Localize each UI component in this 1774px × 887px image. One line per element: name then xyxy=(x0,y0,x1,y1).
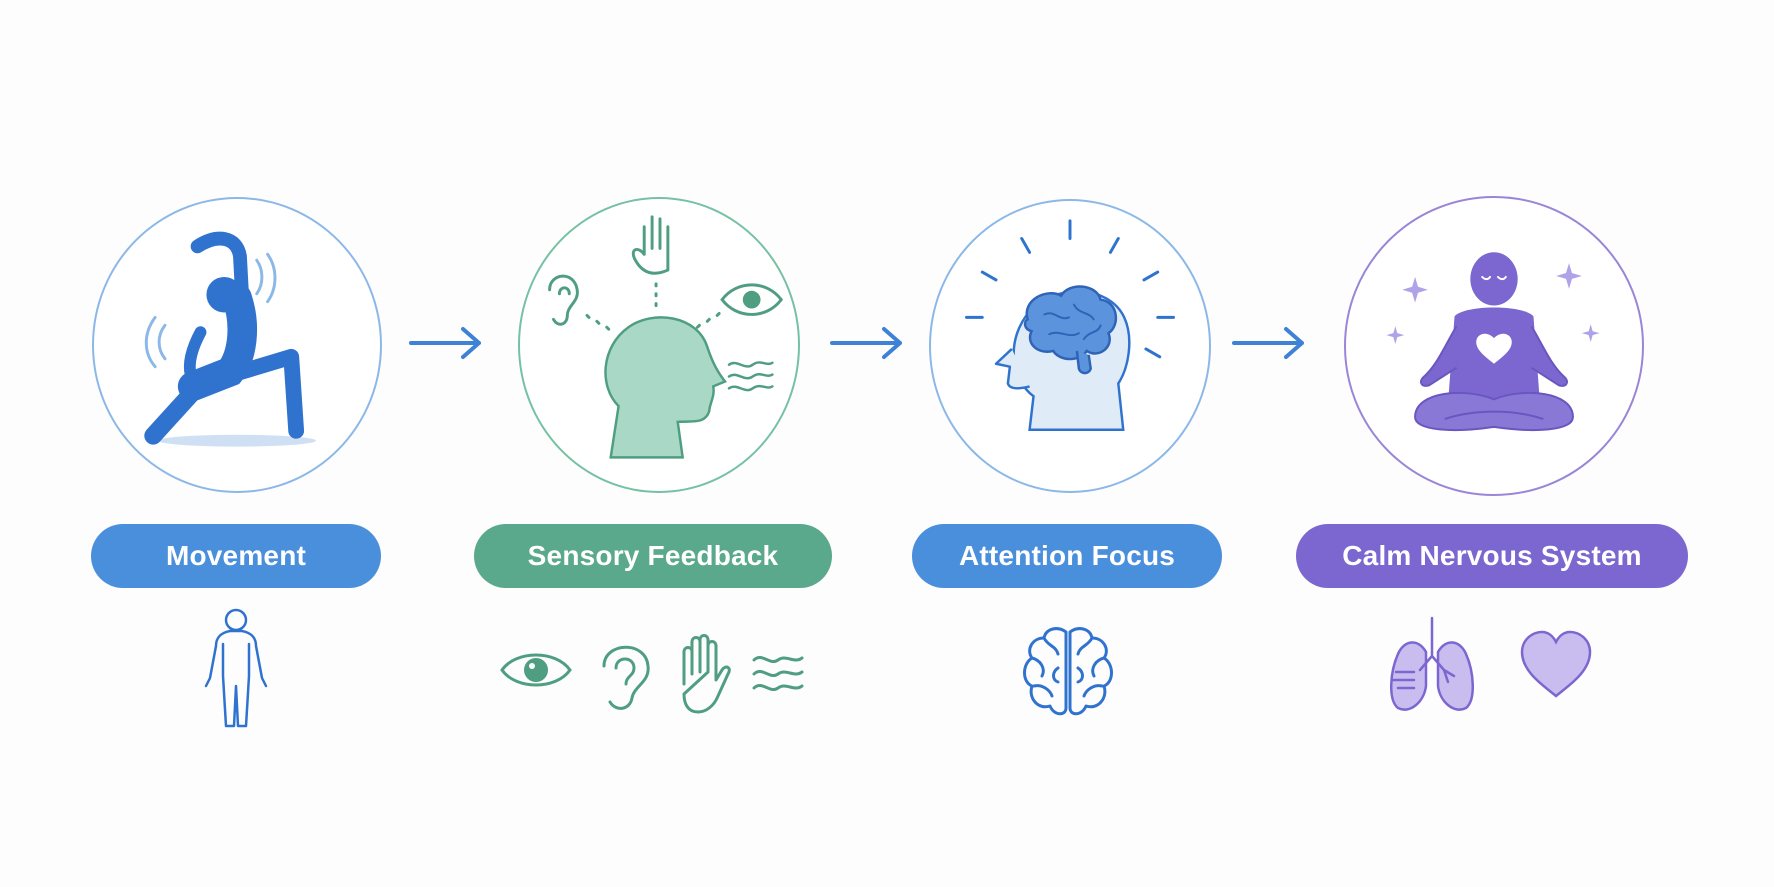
stretching-person-icon xyxy=(144,231,316,447)
movement-label: Movement xyxy=(91,524,381,588)
head-senses-icon xyxy=(548,215,784,459)
hand-icon xyxy=(674,634,734,716)
heart-icon xyxy=(1518,630,1594,700)
human-body-outline-icon xyxy=(196,606,276,734)
ear-icon xyxy=(596,636,654,714)
calm-nervous-system-label: Calm Nervous System xyxy=(1296,524,1688,588)
arrow-right-icon xyxy=(828,323,908,363)
lungs-icon xyxy=(1384,616,1480,714)
sensory-feedback-circle xyxy=(518,197,800,493)
eye-icon xyxy=(498,646,574,694)
meditating-person-icon xyxy=(1386,252,1600,431)
movement-circle xyxy=(92,197,382,493)
head-brain-icon xyxy=(965,219,1175,432)
attention-focus-circle xyxy=(929,199,1211,493)
sensory-feedback-label: Sensory Feedback xyxy=(474,524,832,588)
arrow-right-icon xyxy=(407,323,487,363)
brain-icon xyxy=(1018,624,1118,720)
calm-nervous-system-circle xyxy=(1344,196,1644,496)
arrow-right-icon xyxy=(1230,323,1310,363)
waves-icon xyxy=(750,650,806,696)
attention-focus-label: Attention Focus xyxy=(912,524,1222,588)
